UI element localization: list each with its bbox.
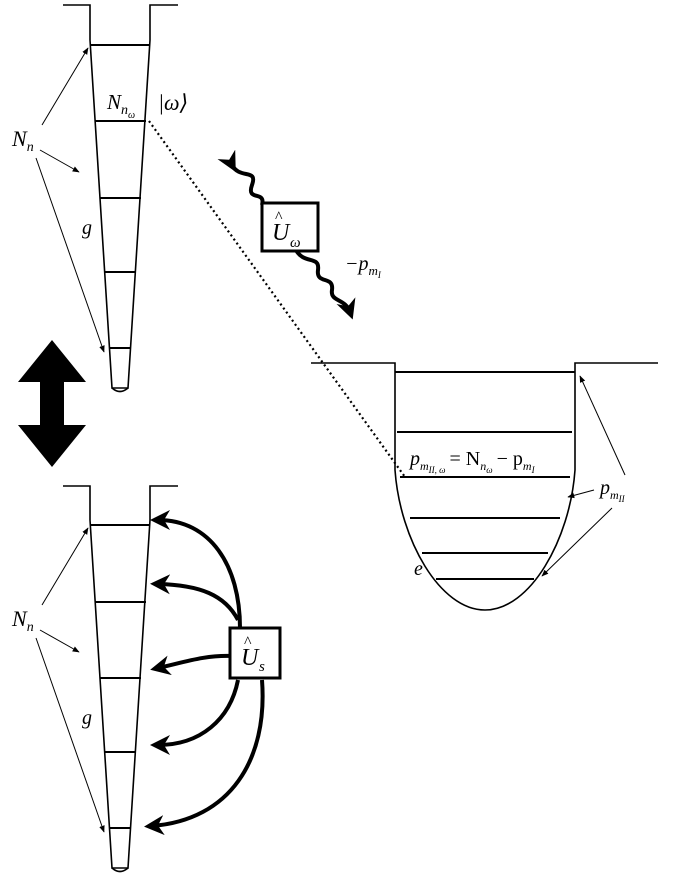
svg-text:^: ^ xyxy=(275,209,283,226)
svg-text:s: s xyxy=(259,659,265,675)
photon-wave xyxy=(217,149,356,320)
U-omega-box: U ω ^ xyxy=(260,201,320,253)
svg-text:U: U xyxy=(272,220,291,246)
e-label: e xyxy=(414,558,423,580)
bottom-N-n-label: Nn xyxy=(11,606,34,635)
svg-text:U: U xyxy=(241,645,260,671)
top-g-label: g xyxy=(82,217,92,239)
bottom-N-n-arrows xyxy=(35,527,105,833)
U-s-box: U s ^ xyxy=(228,626,282,680)
double-arrow xyxy=(18,340,86,467)
U-s-arrows xyxy=(144,510,265,836)
p-mII-omega-equation: pmII, ω= Nnω− pmI xyxy=(408,448,536,475)
minus-p-mI-label: −pmI xyxy=(345,253,382,280)
top-ground-well xyxy=(63,4,178,393)
top-N-n-label: Nn xyxy=(11,126,34,155)
dotted-transition-line xyxy=(148,120,406,478)
bottom-ground-well xyxy=(63,485,178,873)
svg-text:ω: ω xyxy=(290,235,301,251)
svg-text:^: ^ xyxy=(244,634,252,651)
bottom-g-label: g xyxy=(82,707,92,729)
p-mII-arrows xyxy=(541,375,626,577)
top-N-n-arrows xyxy=(35,47,105,353)
excited-well xyxy=(311,362,658,611)
top-N-n-omega-label: Nnω xyxy=(106,90,135,121)
ket-omega-label: |ω⟩ xyxy=(158,90,188,115)
p-mII-label: pmII xyxy=(598,477,626,504)
